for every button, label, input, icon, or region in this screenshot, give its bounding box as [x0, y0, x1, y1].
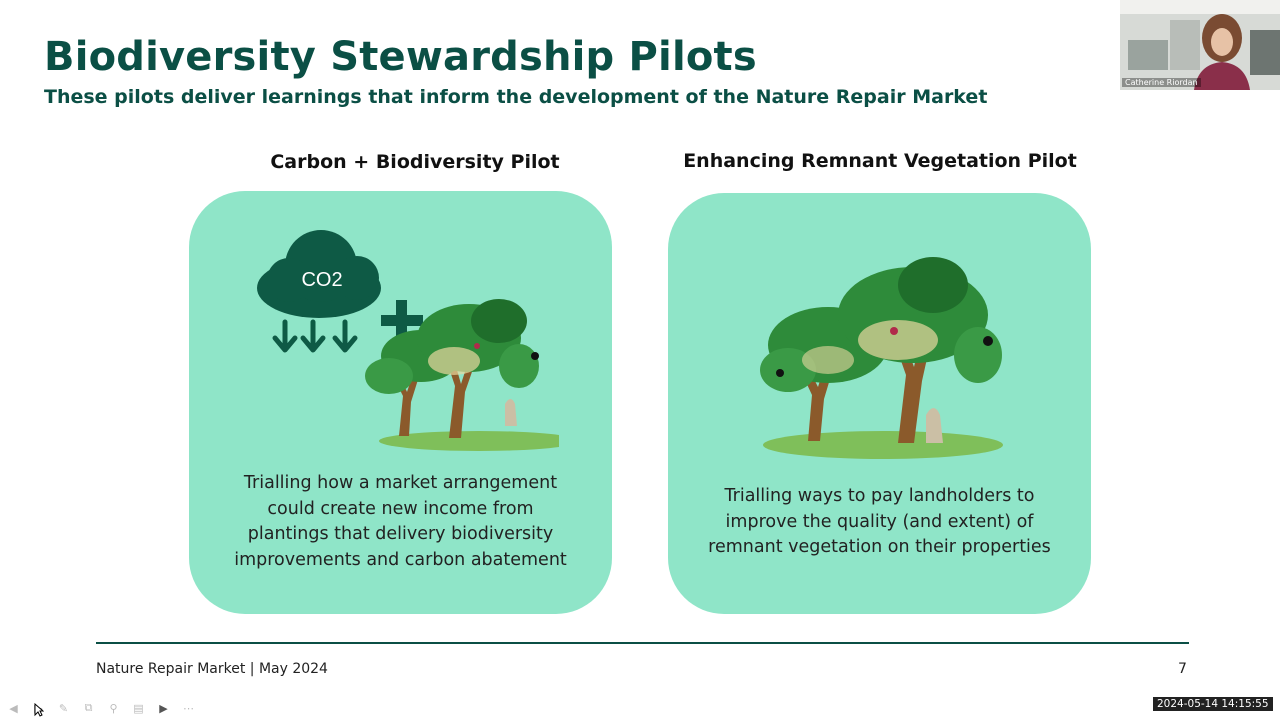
- participant-name-label: Catherine Riordan: [1122, 78, 1201, 87]
- card-heading-remnant: Enhancing Remnant Vegetation Pilot: [683, 150, 1077, 172]
- participant-video-tile[interactable]: Catherine Riordan: [1120, 0, 1280, 90]
- more-icon[interactable]: ⋯: [183, 701, 194, 715]
- slide-title: Biodiversity Stewardship Pilots: [44, 34, 757, 80]
- camera-icon[interactable]: ▶: [159, 701, 168, 715]
- cloud-icon: [257, 230, 381, 318]
- remnant-pilot-card: Trialling ways to pay landholders to imp…: [668, 193, 1091, 614]
- carbon-pilot-card: CO2: [189, 191, 612, 614]
- zoom-icon[interactable]: ⚲: [109, 701, 118, 715]
- pen-icon[interactable]: ✎: [58, 701, 69, 715]
- video-feed-image: [1120, 0, 1280, 90]
- prev-icon[interactable]: ◀: [9, 701, 18, 715]
- carbon-illustration: CO2: [257, 230, 559, 451]
- slide-subtitle: These pilots deliver learnings that info…: [44, 86, 988, 108]
- down-arrows-icon: [272, 319, 358, 353]
- subtitles-icon[interactable]: ▤: [133, 701, 144, 715]
- page-number: 7: [1178, 661, 1187, 677]
- carbon-pilot-description: Trialling how a market arrangement could…: [234, 473, 567, 570]
- remnant-pilot-description: Trialling ways to pay landholders to imp…: [708, 486, 1051, 558]
- remnant-vegetation-illustration: [760, 257, 1003, 459]
- co2-label: CO2: [301, 269, 342, 291]
- mouse-cursor-icon: [34, 703, 44, 717]
- copy-icon[interactable]: ⧉: [84, 701, 93, 714]
- footer-divider: [96, 642, 1189, 644]
- plus-icon: [381, 300, 423, 342]
- trees-icon: [760, 257, 1003, 459]
- trees-icon: [365, 299, 559, 451]
- slide-footer: Nature Repair Market | May 2024: [96, 661, 328, 677]
- card-heading-carbon: Carbon + Biodiversity Pilot: [270, 151, 560, 173]
- recording-timestamp: 2024-05-14 14:15:55: [1153, 697, 1273, 711]
